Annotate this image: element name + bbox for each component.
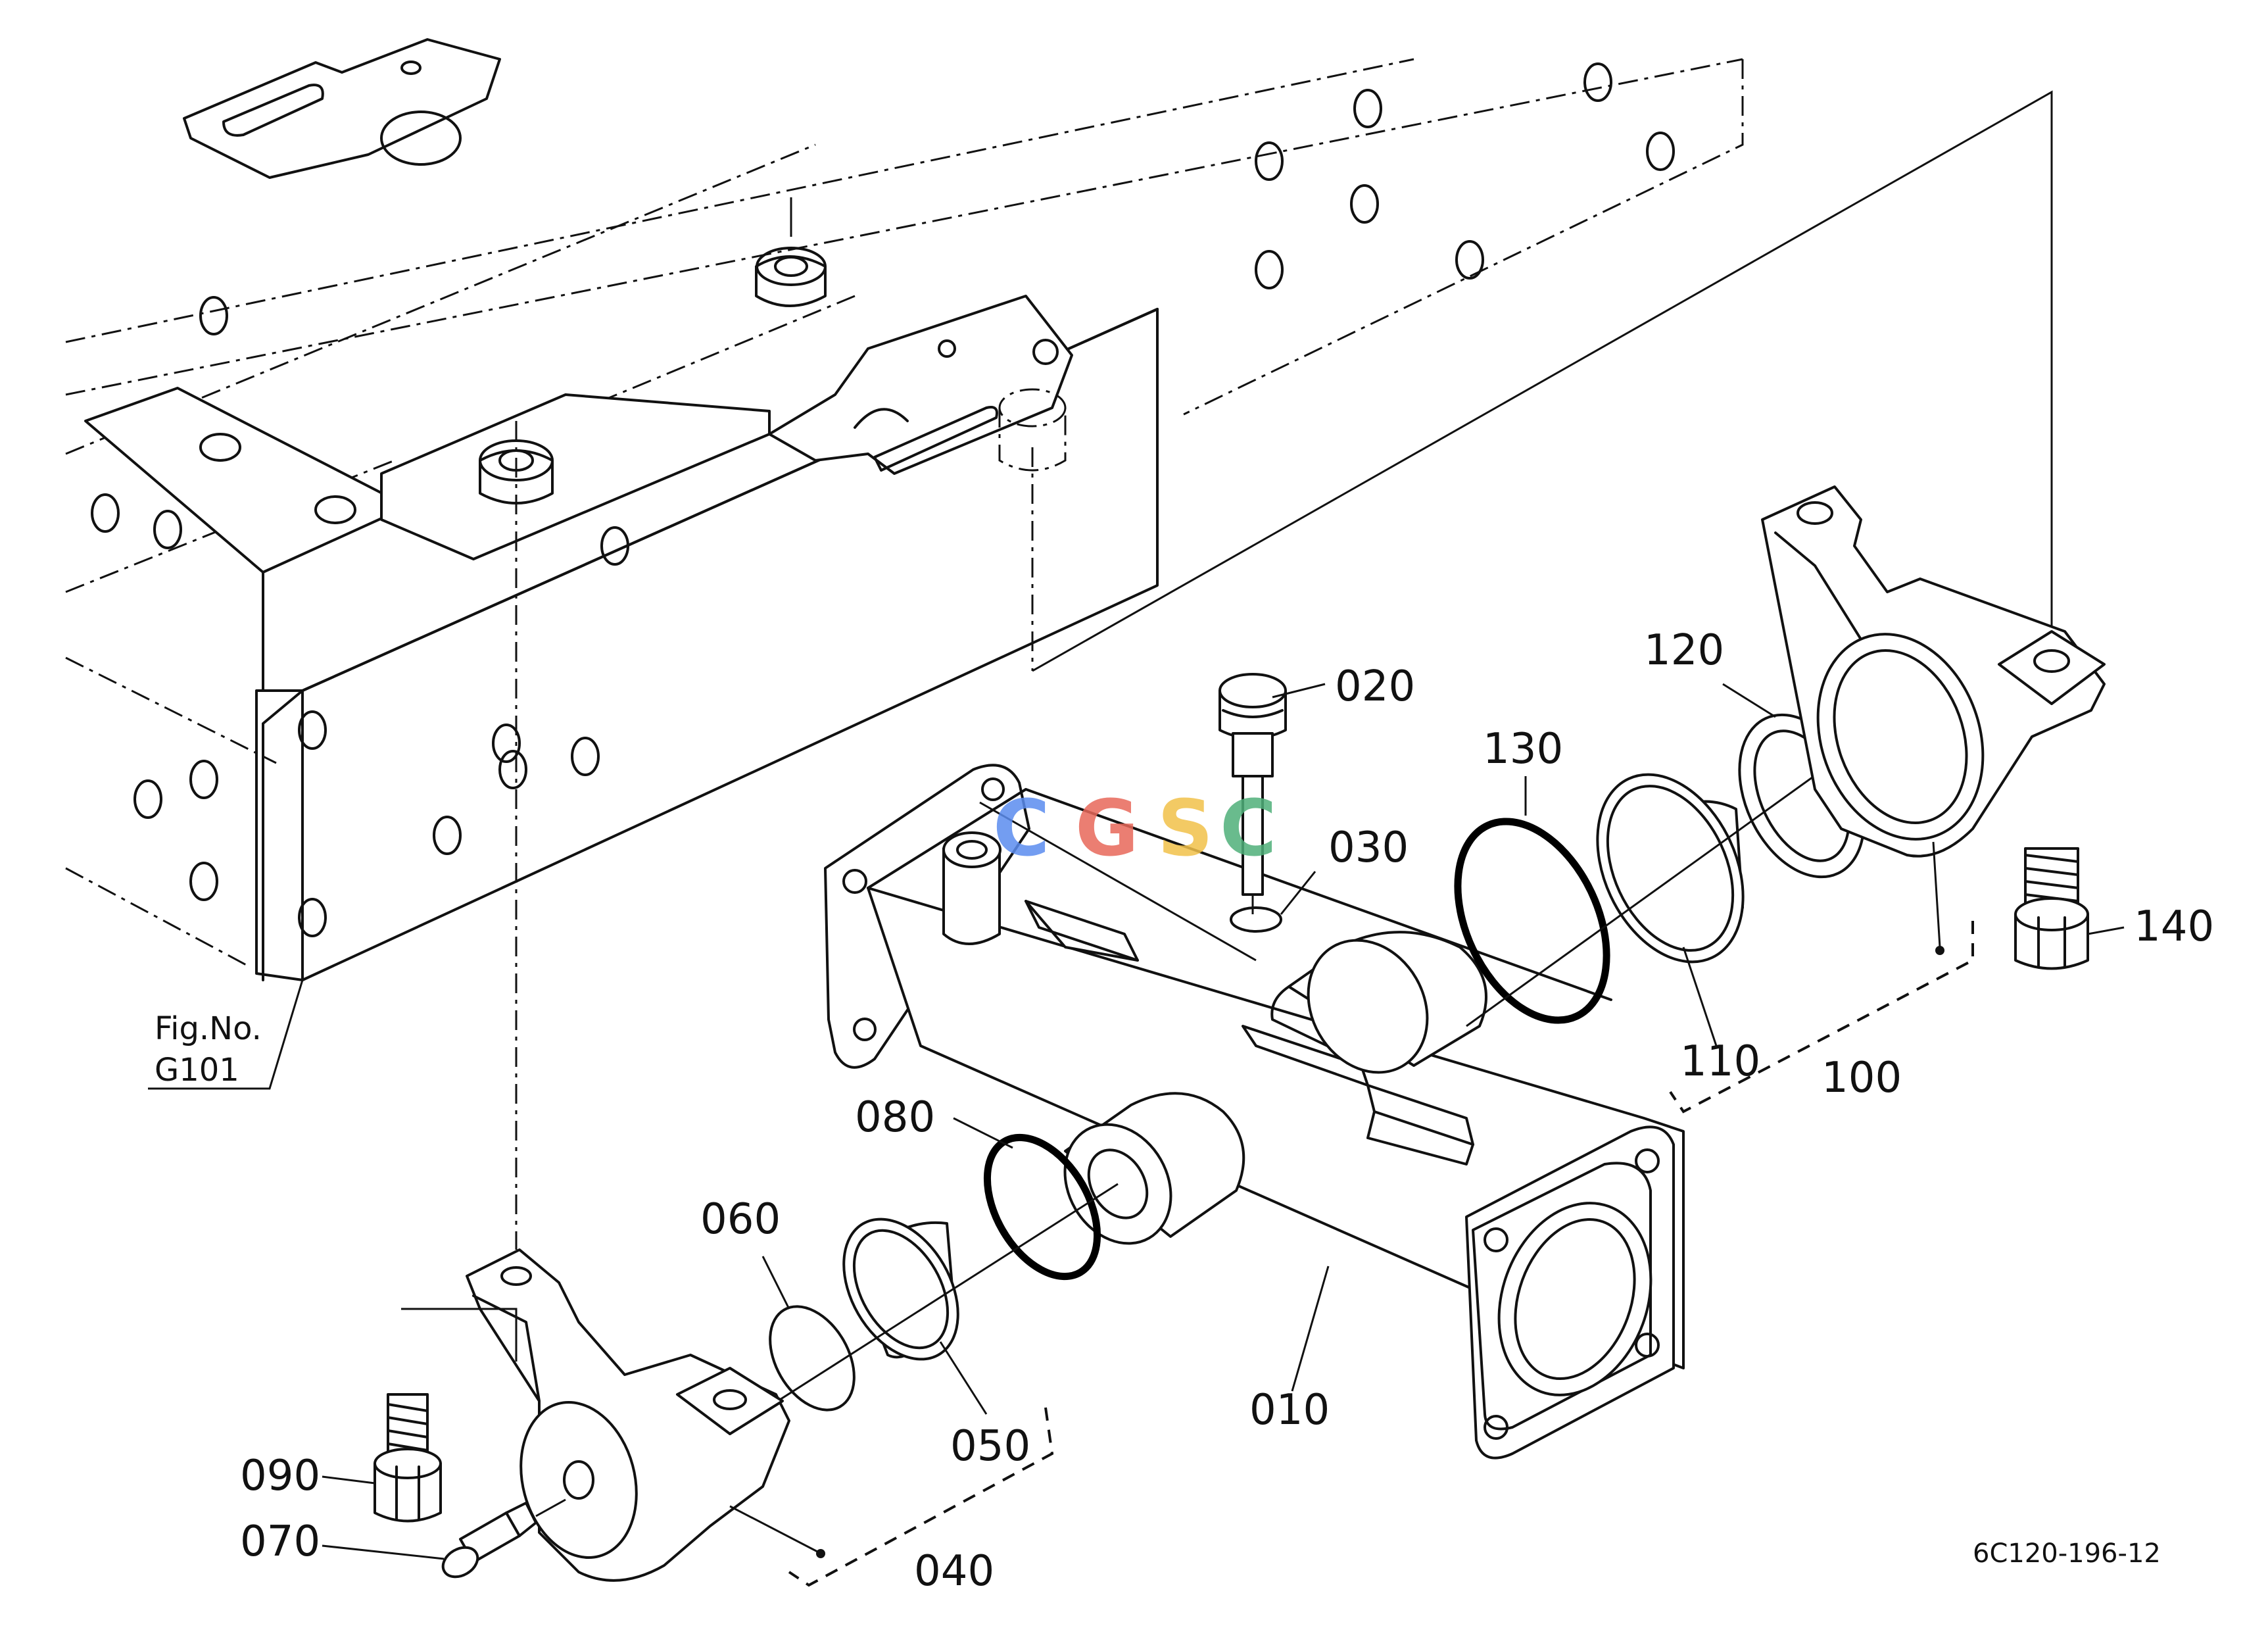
watermark-letter-3: S [1157, 783, 1213, 873]
figure-reference-label: Fig.No. [155, 1010, 262, 1047]
figure-reference-number[interactable]: G101 [155, 1052, 239, 1089]
watermark: C G S C [993, 783, 1277, 873]
cap-060 [761, 1256, 856, 1412]
o-ring-080 [953, 1117, 1101, 1281]
callout-060[interactable]: 060 [700, 1195, 781, 1244]
callout-040[interactable]: 040 [914, 1547, 994, 1596]
grease-fitting-020 [1218, 673, 1326, 914]
callout-130[interactable]: 130 [1483, 725, 1563, 774]
o-ring-030 [1230, 871, 1316, 933]
callout-120[interactable]: 120 [1644, 626, 1724, 675]
o-ring-130 [1454, 776, 1610, 1024]
watermark-letter-4: C [1220, 783, 1277, 873]
bush-110 [1596, 773, 1745, 1046]
bush-050 [788, 1217, 1054, 1587]
watermark-letter-2: G [1075, 783, 1139, 873]
drawing-code: 6C120-196-12 [1973, 1538, 2161, 1569]
callout-080[interactable]: 080 [855, 1093, 935, 1142]
callout-090[interactable]: 090 [240, 1452, 320, 1500]
callout-labels: 020 030 130 120 140 110 100 080 060 010 … [240, 626, 2214, 1596]
callout-020[interactable]: 020 [1335, 662, 1415, 711]
callout-100[interactable]: 100 [1822, 1054, 1902, 1102]
axis-line-left [736, 1183, 1119, 1429]
frame-assembly [65, 38, 2053, 1250]
axle-housing [824, 764, 1685, 1460]
watermark-letter-1: C [993, 783, 1050, 873]
bracket-100 [1669, 485, 2106, 1114]
bolt-140 [2014, 847, 2125, 970]
bolt-090 [322, 1393, 442, 1523]
callout-030[interactable]: 030 [1328, 823, 1409, 872]
callout-050[interactable]: 050 [950, 1422, 1030, 1471]
bracket-040 [401, 1248, 825, 1582]
grease-nipple-070 [322, 1498, 566, 1579]
callout-010[interactable]: 010 [1249, 1386, 1330, 1435]
figure-reference: Fig.No. G101 [148, 979, 304, 1090]
centerline-020 [979, 801, 1257, 962]
callout-110[interactable]: 110 [1680, 1037, 1760, 1086]
callout-070[interactable]: 070 [240, 1517, 320, 1566]
callout-140[interactable]: 140 [2134, 902, 2214, 951]
